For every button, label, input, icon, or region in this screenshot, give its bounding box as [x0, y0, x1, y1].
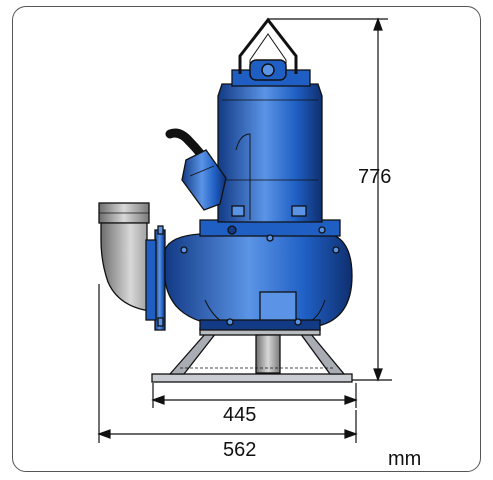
volute-inlet-cover	[259, 291, 297, 323]
height-arrow-top	[373, 17, 383, 31]
lifting-bail	[238, 17, 298, 74]
overall-arrow-right	[344, 429, 358, 439]
overall-arrow-left	[97, 429, 111, 439]
pump-volute	[164, 233, 353, 331]
base-arrow-left	[151, 395, 165, 405]
discharge-elbow	[98, 202, 161, 313]
dimension-lines	[97, 17, 392, 443]
pump-cable	[165, 128, 227, 211]
height-dimension-label: 776	[358, 166, 392, 188]
overall-width-dimension-label: 562	[223, 439, 257, 461]
cable-entry-housing	[181, 149, 227, 211]
base-arrow-right	[344, 395, 358, 405]
base-center-post	[255, 334, 281, 374]
unit-label: mm	[388, 448, 422, 470]
lifting-eye-hole	[261, 63, 275, 77]
pump-mid-flange	[199, 219, 341, 242]
volute-bottom-ring	[199, 319, 321, 331]
pump-lifting-handle	[238, 17, 298, 81]
discharge-flange	[145, 225, 166, 331]
pump-base-stand	[151, 327, 353, 383]
base-plate	[151, 373, 353, 383]
mid-flange-bolt	[227, 225, 237, 235]
height-arrow-bottom	[373, 368, 383, 382]
motor-body	[217, 83, 323, 223]
flange-ring	[145, 239, 157, 321]
pump-motor-housing	[217, 69, 323, 223]
base-width-dimension-label: 445	[223, 404, 257, 426]
volute-body	[164, 233, 353, 327]
